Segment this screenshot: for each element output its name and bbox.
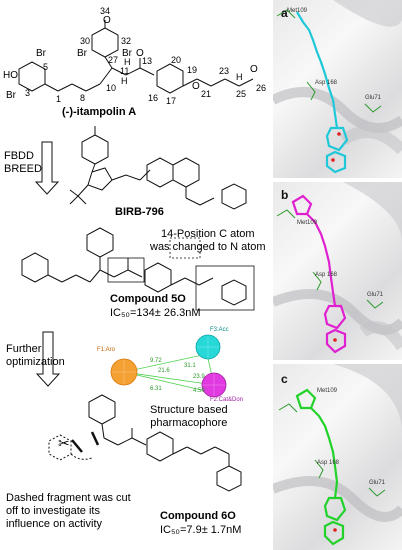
atom-label: 21: [201, 89, 212, 99]
ring-5o-left: [21, 252, 49, 283]
residue-label: Glu71: [369, 480, 386, 486]
ring-6o-top: [88, 394, 116, 425]
atom-label: Br: [77, 48, 87, 59]
arrow-2-label: Further optimization: [6, 343, 65, 368]
docking-panel-c: c Met109 Asp 168 Glu71: [273, 364, 402, 550]
docking-render-b: [273, 182, 402, 354]
distance-label: 6.31: [150, 386, 162, 392]
arrow-1-label: FBDD BREED: [4, 150, 42, 175]
distance-label: 9.72: [150, 358, 162, 364]
atom-label: HO: [3, 70, 18, 81]
atom-label: 5: [43, 62, 49, 72]
atom-label: Br: [36, 48, 46, 59]
atom-label: 34: [100, 6, 111, 16]
ring-b-naph1: [146, 157, 174, 188]
atom-label: 25: [236, 89, 247, 99]
atom-label: O: [136, 48, 144, 59]
feature-f1-label: F1:Aro: [97, 347, 116, 353]
atom-label: O: [192, 81, 200, 92]
mol-b-name: BIRB-796: [115, 206, 164, 218]
arrow-down-1: [34, 141, 60, 195]
ring-5o-top: [86, 227, 114, 258]
feature-f3-label: F3:Acc: [210, 327, 229, 333]
distance-label: 21.6: [158, 368, 170, 374]
atom-label: 11: [120, 66, 130, 76]
note-dashed-fragment: Dashed fragment was cut off to investiga…: [6, 492, 131, 530]
pharmacophore-label: Structure based pharmacophore: [150, 404, 228, 429]
ring-6o-dashed: [48, 434, 72, 461]
panel-label-b: b: [281, 188, 289, 202]
box-urea: [107, 257, 145, 283]
docking-panel-a: a Met109 Asp 168 Glu71: [273, 0, 402, 178]
atom-label: 32: [121, 36, 132, 46]
residue-label: Met109: [287, 8, 308, 14]
residue-label: Glu71: [365, 95, 382, 101]
residue-label: Asp 168: [315, 80, 338, 86]
atom-label: 19: [187, 65, 198, 75]
ring-a-top: [91, 27, 119, 58]
atom-label: 16: [148, 93, 159, 103]
atom-label: Br: [6, 90, 16, 101]
ring-5o-right: [144, 262, 172, 293]
ring-6o-right: [146, 431, 174, 462]
atom-label: H: [124, 57, 131, 67]
panel-label-a: a: [281, 6, 288, 20]
atom-label: 10: [106, 83, 117, 93]
pharmacophore: [110, 334, 227, 398]
distance-label: 31.1: [184, 363, 196, 369]
residue-label: Asp 168: [315, 272, 338, 278]
residue-label: Met109: [317, 388, 338, 394]
feature-f2-label: F2:Cat&Don: [210, 397, 244, 403]
compound-5o-ic50: IC₅₀=134± 26.3nM: [110, 307, 201, 319]
atom-label: 23: [219, 66, 230, 76]
note-box: [169, 237, 201, 259]
atom-label: 20: [171, 55, 182, 65]
atom-label: Br: [122, 48, 132, 59]
docking-render-a: [273, 0, 402, 174]
docking-render-c: [273, 364, 402, 546]
panel-label-c: c: [281, 372, 288, 386]
atom-label: 3: [25, 88, 31, 98]
arrow-down-2: [35, 331, 61, 387]
distance-label: 4.50: [193, 388, 205, 394]
residue-label: Glu71: [367, 292, 384, 298]
atom-label: O: [250, 64, 258, 75]
atom-label: 1: [56, 94, 62, 104]
box-morpholine: [195, 265, 255, 311]
atom-label: 26: [256, 83, 267, 93]
docking-panel-b: b Met109 Asp 168 Glu71: [273, 182, 402, 360]
scissors-icon: ✂: [58, 435, 70, 451]
atom-label: H: [236, 72, 243, 82]
ring-b-naph2: [172, 157, 200, 188]
ring-b-pyrazole: [87, 167, 113, 191]
ring-a-left: [18, 61, 46, 92]
distance-label: 23.9: [193, 374, 205, 380]
ring-b-tolyl: [81, 134, 109, 165]
ring-a-right: [156, 63, 184, 94]
atom-label: 8: [80, 93, 86, 103]
scheme-drawing: ✂: [18, 20, 255, 492]
atom-label: 17: [166, 96, 177, 106]
atom-label: 27: [108, 55, 119, 65]
residue-label: Met109: [297, 220, 318, 226]
note-14-position: 14-Position C atom was changed to N atom: [150, 228, 266, 253]
mol-a-name: (-)-itampolin A: [62, 106, 137, 118]
residue-label: Asp 168: [317, 460, 340, 466]
atom-label: 30: [80, 36, 91, 46]
compound-6o-ic50: IC₅₀=7.9± 1.7nM: [160, 524, 242, 536]
atom-label: O: [103, 15, 111, 26]
compound-6o-name: Compound 6O: [160, 510, 236, 522]
ring-b-morpholine: [221, 183, 247, 210]
atom-label: H: [121, 76, 128, 86]
ring-5o-morpholine: [221, 279, 247, 306]
ring-6o-morpholine: [216, 465, 242, 492]
atom-label: 13: [142, 56, 153, 66]
compound-5o-name: Compound 5O: [110, 293, 186, 305]
